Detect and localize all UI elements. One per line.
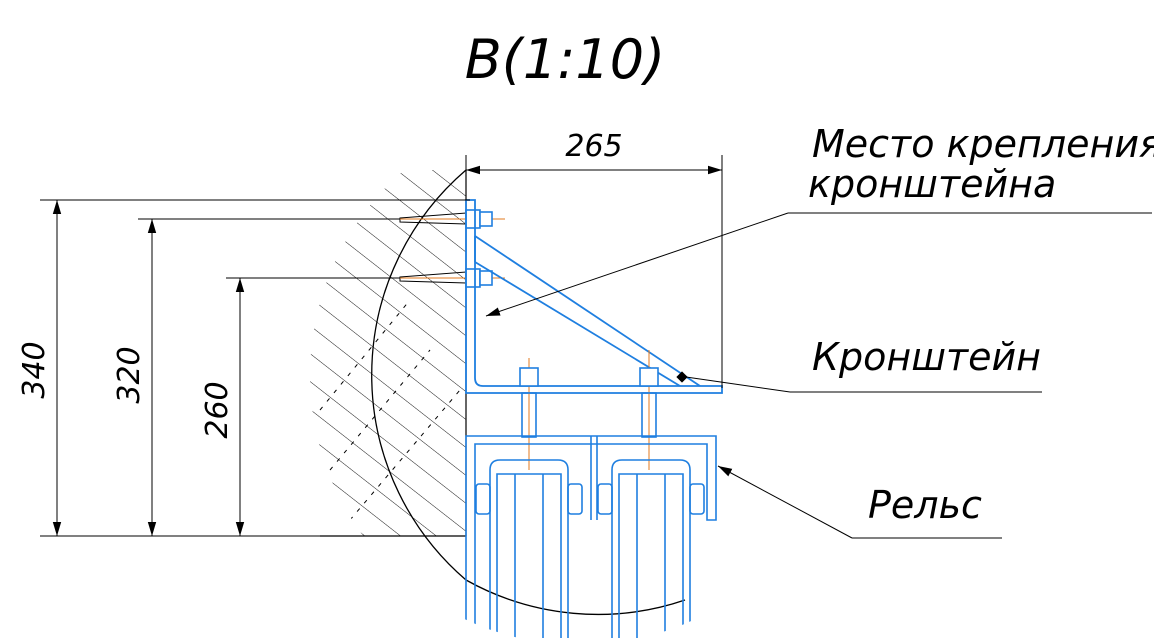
callout-rail-label: Рельс: [868, 483, 982, 527]
dimension-height-total: 340: [17, 200, 62, 536]
dimension-height-lower-anchor-value: 260: [200, 381, 235, 438]
dimension-height-lower-anchor: 260: [200, 278, 245, 536]
bracket: [465, 199, 723, 394]
dimension-height-upper-anchor: 320: [112, 219, 157, 536]
callout-marker: [676, 371, 688, 383]
dimension-extension-lines: [40, 199, 470, 537]
wall-section: [310, 170, 466, 536]
callout-bracket: Кронштейн: [685, 335, 1042, 393]
callout-bracket-label: Кронштейн: [812, 335, 1041, 379]
dimension-height-upper-anchor-value: 320: [112, 346, 147, 403]
callout-rail: Рельс: [717, 465, 1002, 539]
dimension-width-value: 265: [565, 129, 622, 164]
callout-mount-point-line1: Место крепления: [812, 122, 1154, 166]
rail-bolt-right: [639, 350, 659, 470]
rail-bolt-left: [519, 358, 539, 470]
view-title: В(1:10): [465, 28, 665, 91]
dimension-width: 265: [465, 129, 723, 388]
rail: [465, 435, 717, 638]
dimension-height-total-value: 340: [17, 341, 52, 398]
callout-mount-point-line2: кронштейна: [808, 162, 1056, 206]
callout-mount-point: Место крепления кронштейна: [485, 122, 1154, 317]
